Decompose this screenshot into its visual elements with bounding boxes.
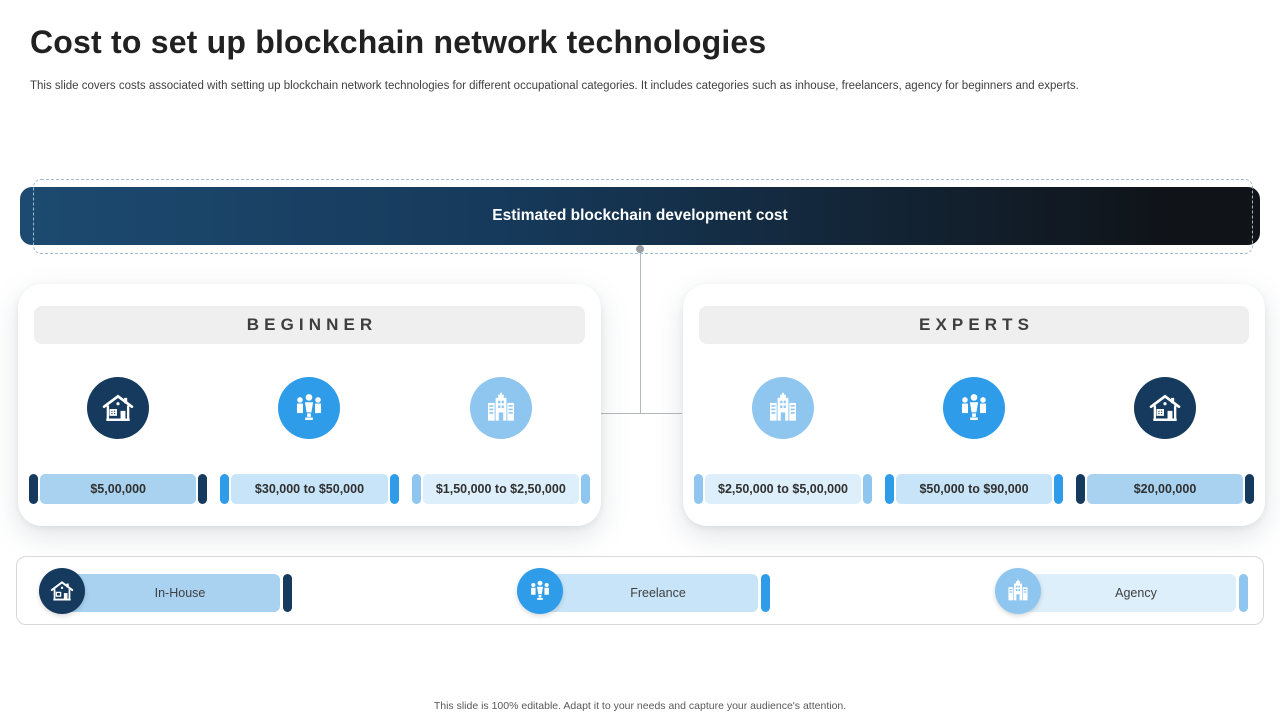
slide-subtitle: This slide covers costs associated with … bbox=[30, 80, 1079, 92]
legend-item-agency: Agency bbox=[995, 568, 1248, 614]
beginner-card-header: BEGINNER bbox=[34, 306, 585, 344]
price-bar-experts-in-house: $20,00,000 bbox=[1076, 474, 1254, 504]
beginner-card: BEGINNER bbox=[18, 284, 601, 526]
team-icon bbox=[943, 377, 1005, 439]
price-value: $20,00,000 bbox=[1087, 474, 1243, 504]
building-icon bbox=[752, 377, 814, 439]
connector-line-vertical bbox=[640, 250, 641, 413]
house-icon bbox=[87, 377, 150, 439]
price-bar-beginner-in-house: $5,00,000 bbox=[29, 474, 208, 504]
price-bar-beginner-agency: $1,50,000 to $2,50,000 bbox=[411, 474, 590, 504]
footer-note: This slide is 100% editable. Adapt it to… bbox=[433, 700, 847, 712]
price-bar-beginner-freelance: $30,000 to $50,000 bbox=[220, 474, 399, 504]
beginner-price-row: $5,00,000 $30,000 to $50,000 $1,50,000 t… bbox=[29, 474, 590, 504]
price-bar-experts-freelance: $50,000 to $90,000 bbox=[885, 474, 1063, 504]
legend: In-House Freelance bbox=[16, 556, 1264, 625]
price-bar-experts-agency: $2,50,000 to $5,00,000 bbox=[694, 474, 872, 504]
building-icon bbox=[469, 377, 532, 439]
legend-label: Agency bbox=[1018, 574, 1236, 612]
legend-item-in-house: In-House bbox=[39, 568, 292, 614]
connector-line-horizontal bbox=[598, 413, 682, 414]
beginner-card-title: BEGINNER bbox=[246, 315, 378, 334]
price-value: $1,50,000 to $2,50,000 bbox=[422, 474, 579, 504]
beginner-icon-row bbox=[29, 377, 590, 439]
experts-card-header: EXPERTS bbox=[699, 306, 1249, 344]
team-icon bbox=[517, 568, 563, 614]
legend-label: In-House bbox=[62, 574, 280, 612]
price-value: $50,000 to $90,000 bbox=[896, 474, 1052, 504]
team-icon bbox=[278, 377, 341, 439]
legend-item-freelance: Freelance bbox=[517, 568, 770, 614]
house-icon bbox=[39, 568, 85, 614]
price-value: $2,50,000 to $5,00,000 bbox=[705, 474, 861, 504]
connector-dot bbox=[636, 245, 644, 253]
page-title: Cost to set up blockchain network techno… bbox=[30, 24, 767, 60]
building-icon bbox=[995, 568, 1041, 614]
legend-label: Freelance bbox=[540, 574, 758, 612]
experts-price-row: $2,50,000 to $5,00,000 $50,000 to $90,00… bbox=[694, 474, 1254, 504]
experts-card-title: EXPERTS bbox=[919, 315, 1035, 334]
banner-label: Estimated blockchain development cost bbox=[492, 207, 788, 224]
banner-selection-outline bbox=[33, 179, 1253, 254]
house-icon bbox=[1134, 377, 1196, 439]
banner bbox=[20, 187, 1260, 245]
experts-icon-row bbox=[694, 377, 1254, 439]
price-value: $30,000 to $50,000 bbox=[231, 474, 388, 504]
experts-card: EXPERTS bbox=[683, 284, 1265, 526]
price-value: $5,00,000 bbox=[40, 474, 197, 504]
